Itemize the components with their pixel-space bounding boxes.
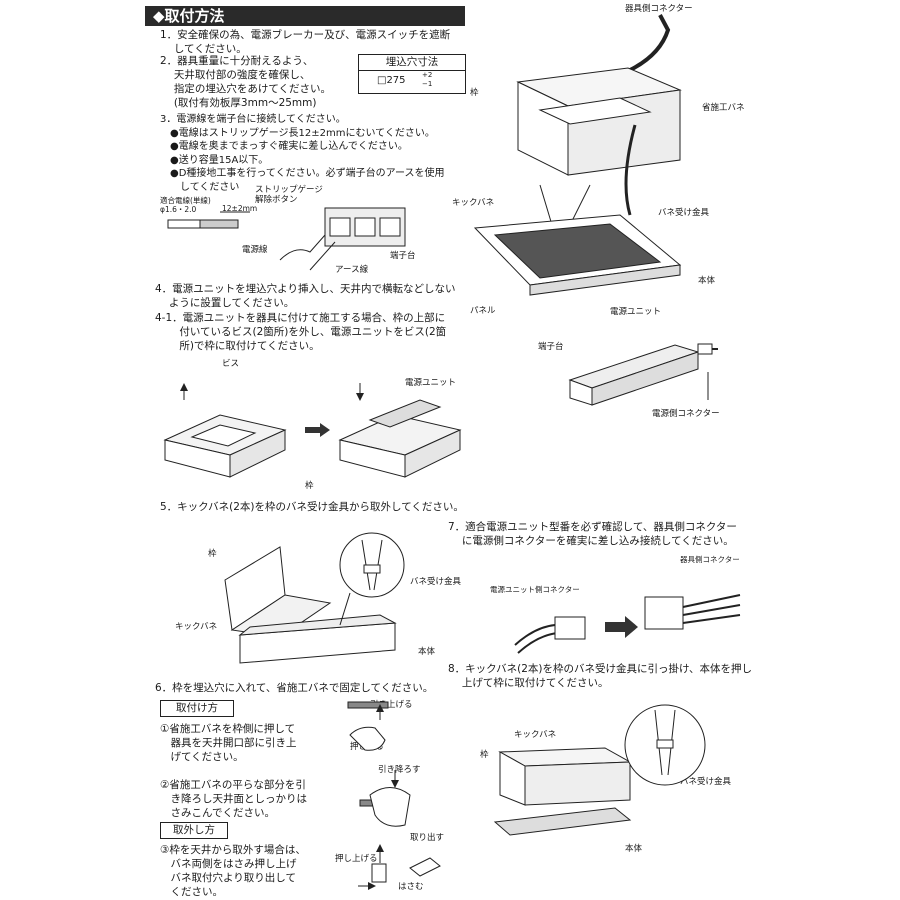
cutout-tol-minus: −1 — [422, 80, 433, 88]
step-5-text: 5．キックバネ(2本)を枠のバネ受け金具から取外してください。 — [160, 501, 464, 513]
step-3-text: 3．電源線を端子台に接続してください。 ●電線はストリップゲージ長12±2mmに… — [160, 114, 445, 193]
frame-label: 枠 — [305, 481, 314, 491]
step8-kick-spring-label: キックバネ — [514, 730, 557, 740]
release-button-label: 解除ボタン — [255, 195, 298, 205]
step-2-text: 2．器具重量に十分耐えるよう、 天井取付部の強度を確保し、 指定の埋込穴をあけて… — [160, 55, 332, 109]
step-5-drawing — [224, 532, 405, 664]
cutout-dimension-box: 埋込穴寸法 □275 +2 −1 — [358, 54, 466, 94]
power-wire-label: 電源線 — [242, 245, 268, 255]
step8-frame-label: 枠 — [480, 750, 489, 760]
step5-spring-bracket-label: バネ受け金具 — [410, 577, 462, 587]
wire-spec-label: 適合電線(単線) φ1.6・2.0 — [160, 196, 211, 214]
strip-gauge-label: ストリップゲージ — [255, 185, 323, 195]
wire-connection-diagram: 適合電線(単線) φ1.6・2.0 12±2mm ストリップゲージ 解除ボタン … — [160, 185, 460, 280]
install-step-1: ①省施工バネを枠側に押して 器具を天井開口部に引き上 げてください。 — [160, 723, 297, 763]
step-7-text: 7．適合電源ユニット型番を必ず確認して、器具側コネクター に電源側コネクターを確… — [448, 521, 737, 547]
cutout-tol-plus: +2 — [422, 71, 433, 79]
main-fixture-diagram: 器具側コネクター 枠 省施工バネ キックバネ バネ受け金具 本体 パネル 電源ユ… — [452, 0, 790, 420]
install-hand-drawing — [347, 701, 411, 827]
step-4-1-text: 4-1．電源ユニットを器具に付けて施工する場合、枠の上部に 付いているビス(2箇… — [155, 312, 447, 352]
pull-up-label: 引き上げる — [370, 700, 413, 710]
step-4-1-drawing — [163, 383, 462, 478]
step5-frame-label: 枠 — [208, 549, 217, 559]
push-up-label: 押し上げる — [335, 854, 378, 864]
power-unit-label: 電源ユニット — [405, 378, 457, 388]
step-6-text: 6．枠を埋込穴に入れて、省施工バネで固定してください。 — [155, 682, 434, 694]
step-1-text: 1．安全確保の為、電源ブレーカー及び、電源スイッチを遮断 してください。 — [160, 29, 451, 55]
main-fixture-drawing — [473, 14, 718, 406]
step-5-diagram: 枠 キックバネ 本体 バネ受け金具 — [170, 532, 461, 675]
screw-label: ビス — [222, 359, 240, 369]
step-8-diagram: キックバネ 枠 バネ受け金具 本体 — [480, 700, 731, 860]
step-4-1-diagram: ビス 電源ユニット 枠 — [160, 355, 470, 491]
terminal-block-label-main: 端子台 — [538, 342, 564, 352]
step-8-text: 8．キックバネ(2本)を枠のバネ受け金具に引っ掛け、本体を押し 上げて枠に取付け… — [448, 663, 753, 689]
terminal-block-label: 端子台 — [390, 251, 416, 261]
frame-label-main: 枠 — [470, 88, 479, 98]
spring-bracket-label-main: バネ受け金具 — [658, 208, 710, 218]
earth-wire-label: アース線 — [335, 265, 369, 275]
step8-body-label: 本体 — [625, 844, 643, 854]
install-heading: 取付け方 — [160, 700, 234, 717]
power-unit-label-main: 電源ユニット — [610, 307, 662, 317]
spring-label-main: 省施工バネ — [702, 103, 745, 113]
strip-length-label: 12±2mm — [222, 204, 258, 213]
step-7-diagram: 電源ユニット側コネクター 器具側コネクター — [490, 555, 750, 660]
power-connector-label-main: 電源側コネクター — [652, 409, 720, 419]
fixture-connector-label-7: 器具側コネクター — [680, 555, 740, 564]
page-title: ◆取付方法 — [145, 6, 465, 26]
step-7-drawing — [514, 594, 741, 654]
fixture-connector-label: 器具側コネクター — [625, 4, 693, 14]
removal-step-3: ③枠を天井から取外す場合は、 バネ両側をはさみ押し上げ バネ取付穴より取り出して… — [160, 844, 306, 898]
kick-spring-label-main: キックバネ — [452, 198, 495, 208]
removal-drawing — [358, 844, 441, 890]
body-label-main: 本体 — [698, 276, 716, 286]
cutout-title: 埋込穴寸法 — [358, 54, 466, 71]
step8-spring-bracket-label: バネ受け金具 — [680, 777, 732, 787]
step5-body-label: 本体 — [418, 647, 436, 657]
take-out-label: 取り出す — [410, 833, 445, 843]
wire-drawing — [167, 207, 406, 271]
unit-connector-label: 電源ユニット側コネクター — [490, 585, 580, 594]
removal-heading: 取外し方 — [160, 822, 228, 839]
step5-kick-spring-label: キックバネ — [175, 622, 218, 632]
pinch-label: はさむ — [398, 882, 424, 892]
step-8-drawing — [493, 704, 706, 836]
install-step-2: ②省施工バネの平らな部分を引 き降ろし天井面としっかりは さみこんでください。 — [160, 779, 307, 819]
pull-down-label: 引き降ろす — [378, 765, 421, 775]
step-4-text: 4．電源ユニットを埋込穴より挿入し、天井内で横転などしない ように設置してくださ… — [155, 283, 456, 309]
cutout-value: □275 — [377, 75, 406, 86]
panel-label-main: パネル — [470, 306, 496, 316]
